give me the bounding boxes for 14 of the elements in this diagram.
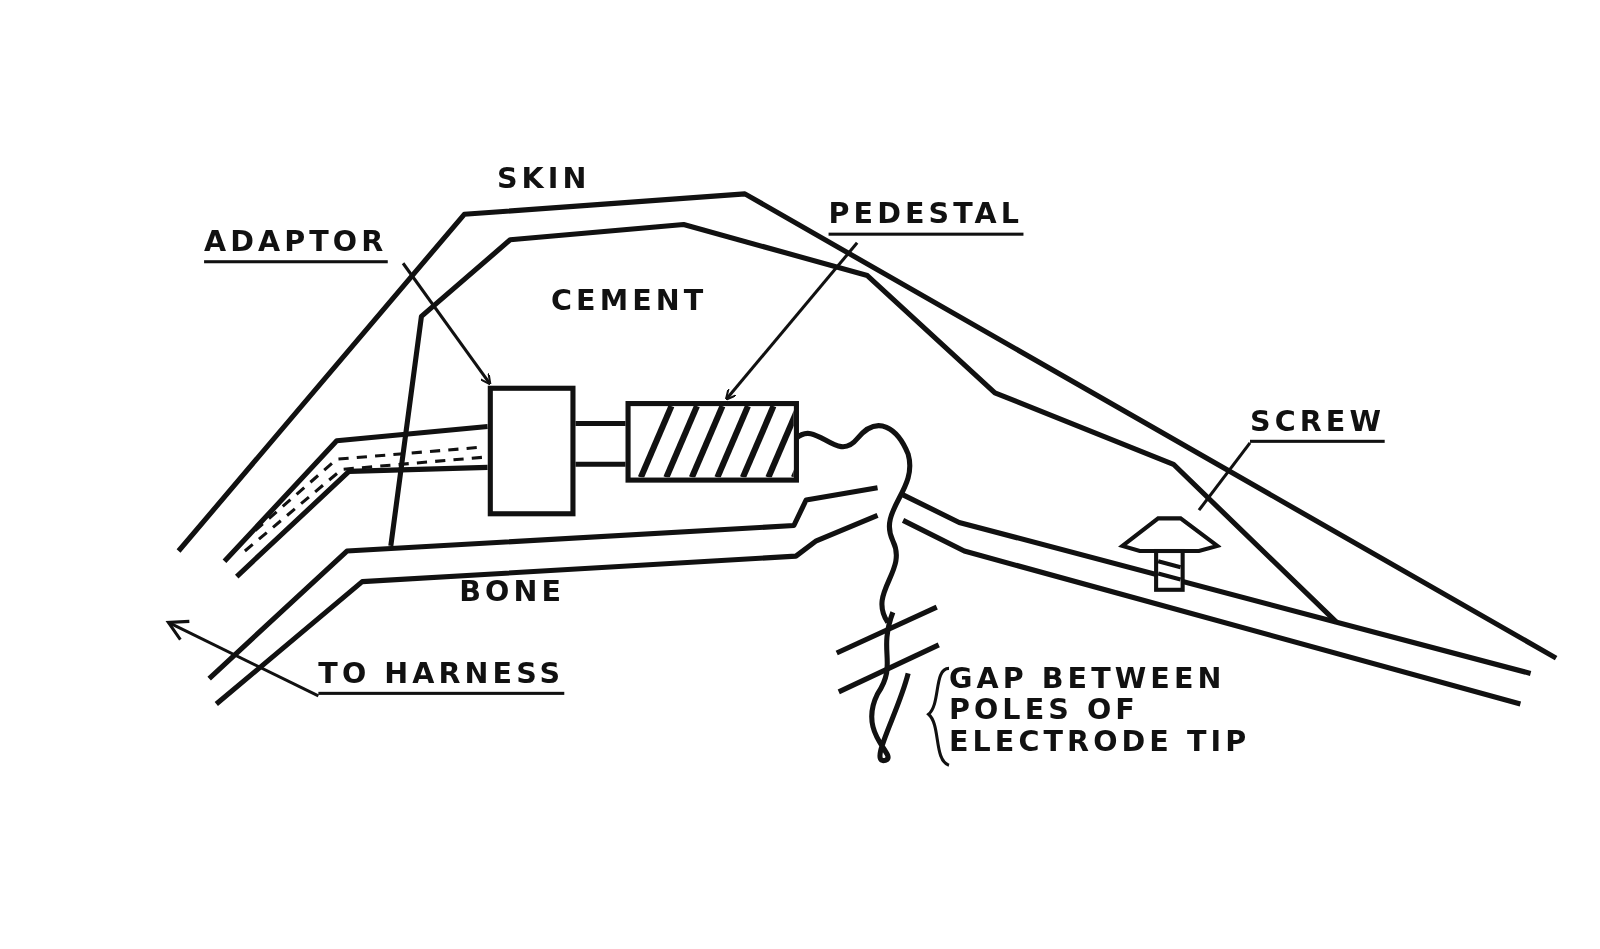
leader-line xyxy=(401,262,492,386)
region-label: GAP BETWEEN POLES OF ELECTRODE TIP xyxy=(948,663,1252,758)
part-label: PEDESTAL xyxy=(828,199,1024,236)
part-label: SCREW xyxy=(1250,406,1385,443)
leader-line xyxy=(1197,441,1252,512)
leader-line xyxy=(724,241,859,401)
region-label: CEMENT xyxy=(551,285,708,318)
adaptor-block xyxy=(487,385,576,517)
arrow xyxy=(166,619,320,698)
part-label: TO HARNESS xyxy=(318,658,565,695)
region-label: SKIN xyxy=(496,163,591,195)
part-label: ADAPTOR xyxy=(204,226,388,264)
region-label: BONE xyxy=(459,576,565,608)
hatched-pedestal xyxy=(625,401,799,483)
